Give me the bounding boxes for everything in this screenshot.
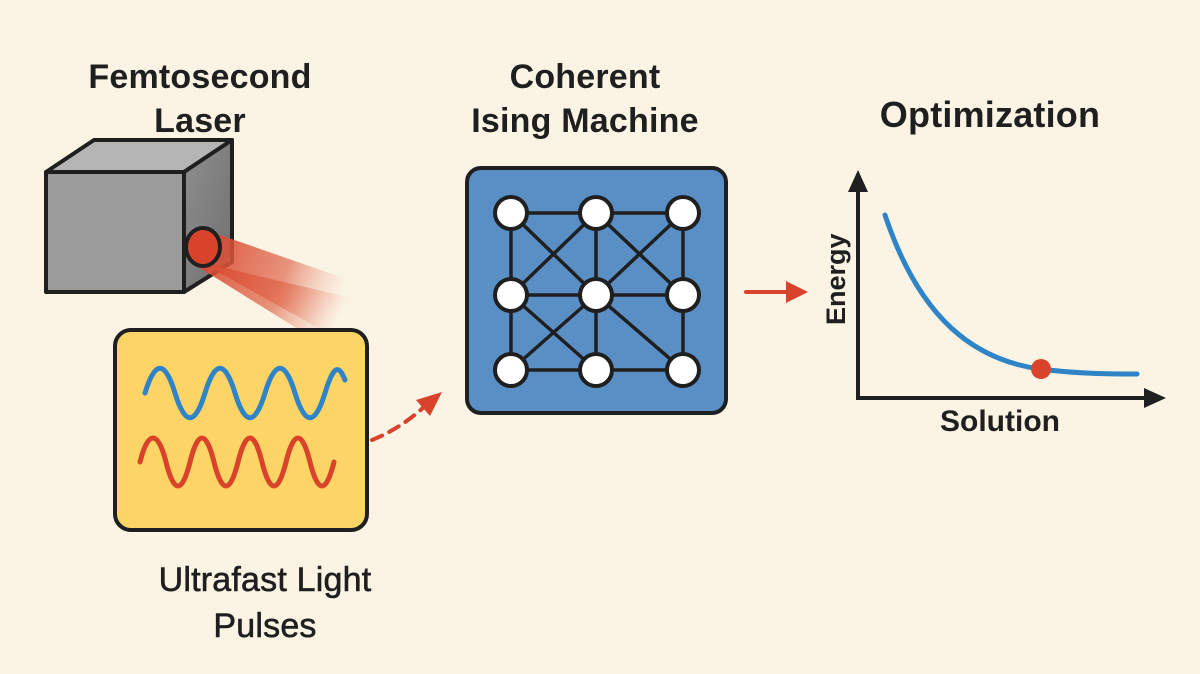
y-axis-arrow bbox=[848, 170, 868, 192]
laser-title: Femtosecond Laser bbox=[40, 55, 360, 143]
ising-machine-title-line2: Ising Machine bbox=[471, 102, 699, 140]
blue-sine-wave-icon bbox=[142, 366, 348, 420]
energy-curve bbox=[882, 212, 1140, 377]
pulse-panel bbox=[113, 328, 369, 532]
x-axis-arrow bbox=[1144, 388, 1166, 408]
ising-machine-title: Coherent Ising Machine bbox=[415, 55, 755, 143]
pulses-title: Ultrafast Light Pulses bbox=[100, 557, 430, 649]
laser-title-line1: Femtosecond bbox=[88, 58, 312, 96]
optimization-title: Optimization bbox=[879, 94, 1101, 135]
red-sine-wave-icon bbox=[137, 435, 337, 489]
dashed-arrow-icon bbox=[370, 392, 442, 442]
minimum-point bbox=[1031, 359, 1051, 379]
pulses-title-line1: Ultrafast Light bbox=[158, 561, 372, 600]
laser-beam-glow bbox=[200, 228, 355, 352]
network-nodes bbox=[493, 195, 701, 388]
energy-curve-icon bbox=[848, 170, 1166, 408]
ising-machine-title-line1: Coherent bbox=[509, 58, 661, 96]
arrow-right-icon bbox=[744, 281, 808, 303]
cim-panel bbox=[465, 166, 728, 415]
laser-box-icon bbox=[44, 138, 360, 352]
y-axis-label: Energy bbox=[821, 233, 851, 325]
pulses-title-line2: Pulses bbox=[213, 607, 317, 646]
x-axis-label: Solution bbox=[940, 405, 1060, 438]
laser-title-line2: Laser bbox=[154, 102, 246, 140]
laser-aperture bbox=[184, 226, 222, 268]
